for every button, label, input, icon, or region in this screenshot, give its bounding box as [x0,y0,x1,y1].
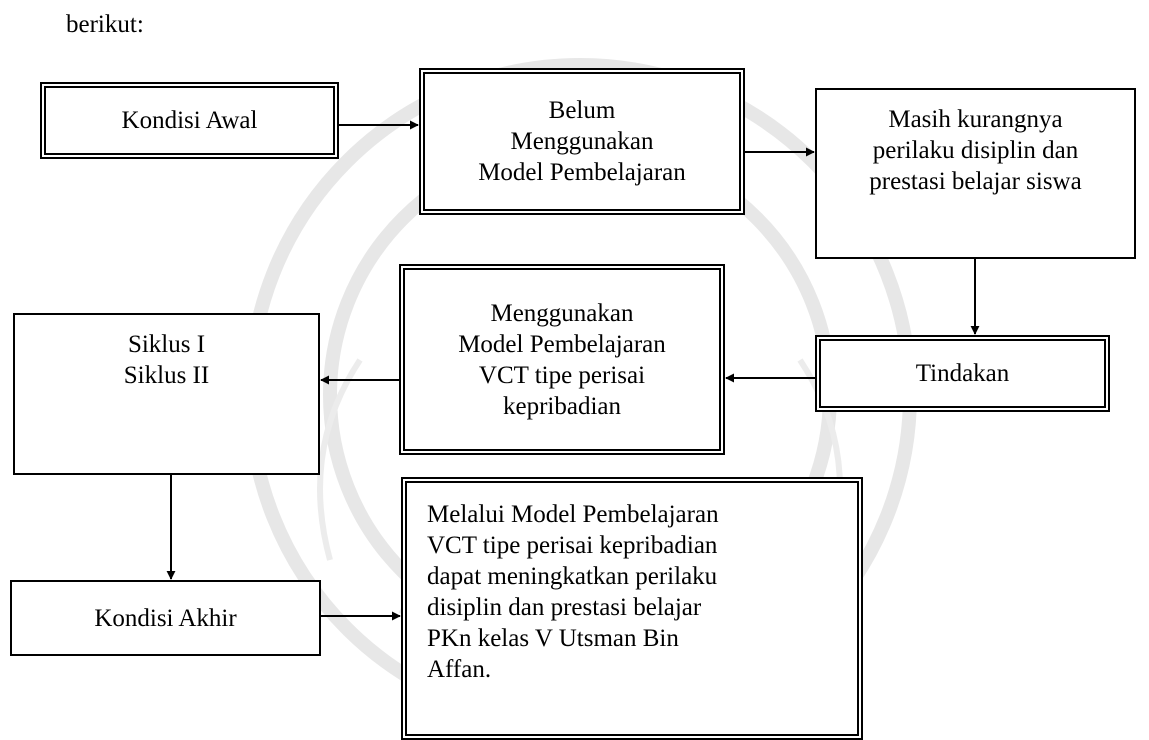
node-masih-kurangnya: Masih kurangnya perilaku disiplin dan pr… [815,88,1136,259]
node-kondisi-awal: Kondisi Awal [40,82,339,159]
node-siklus: Siklus I Siklus II [13,313,320,475]
node-kondisi-akhir: Kondisi Akhir [10,580,321,656]
node-menggunakan-vct: Menggunakan Model Pembelajaran VCT tipe … [399,264,725,455]
node-belum-menggunakan: Belum Menggunakan Model Pembelajaran [419,68,745,215]
node-melalui: Melalui Model Pembelajaran VCT tipe peri… [401,477,863,740]
node-tindakan: Tindakan [815,335,1110,412]
intro-text: berikut: [66,11,144,38]
